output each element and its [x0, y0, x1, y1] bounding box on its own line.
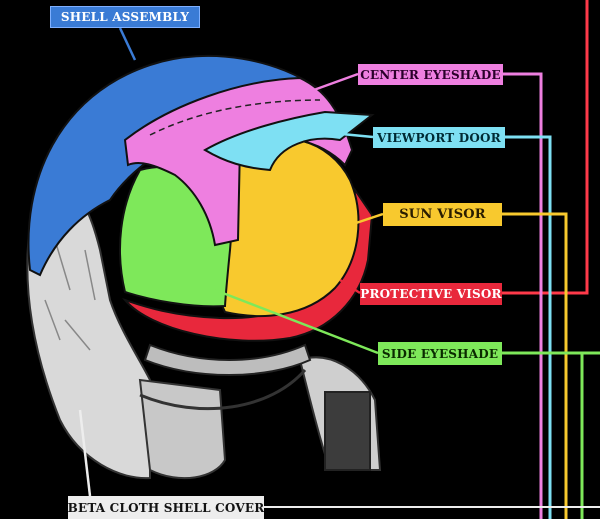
neck-ring — [145, 345, 310, 375]
leader-line-center-eyeshade — [503, 74, 541, 519]
leader-line-red — [500, 0, 587, 293]
label-sun-visor: SUN VISOR — [383, 203, 502, 226]
label-beta-cloth-shell-cover: BETA CLOTH SHELL COVER — [68, 496, 264, 519]
label-shell-assembly: SHELL ASSEMBLY — [50, 6, 200, 28]
label-viewport-door: VIEWPORT DOOR — [373, 127, 505, 148]
label-center-eyeshade: CENTER EYESHADE — [358, 64, 503, 85]
label-protective-visor: PROTECTIVE VISOR — [360, 283, 502, 305]
leader-line-sun-visor — [502, 214, 566, 519]
leader-line-viewport-door — [505, 137, 550, 519]
label-side-eyeshade: SIDE EYESHADE — [378, 342, 502, 365]
velcro-patch — [325, 392, 370, 470]
